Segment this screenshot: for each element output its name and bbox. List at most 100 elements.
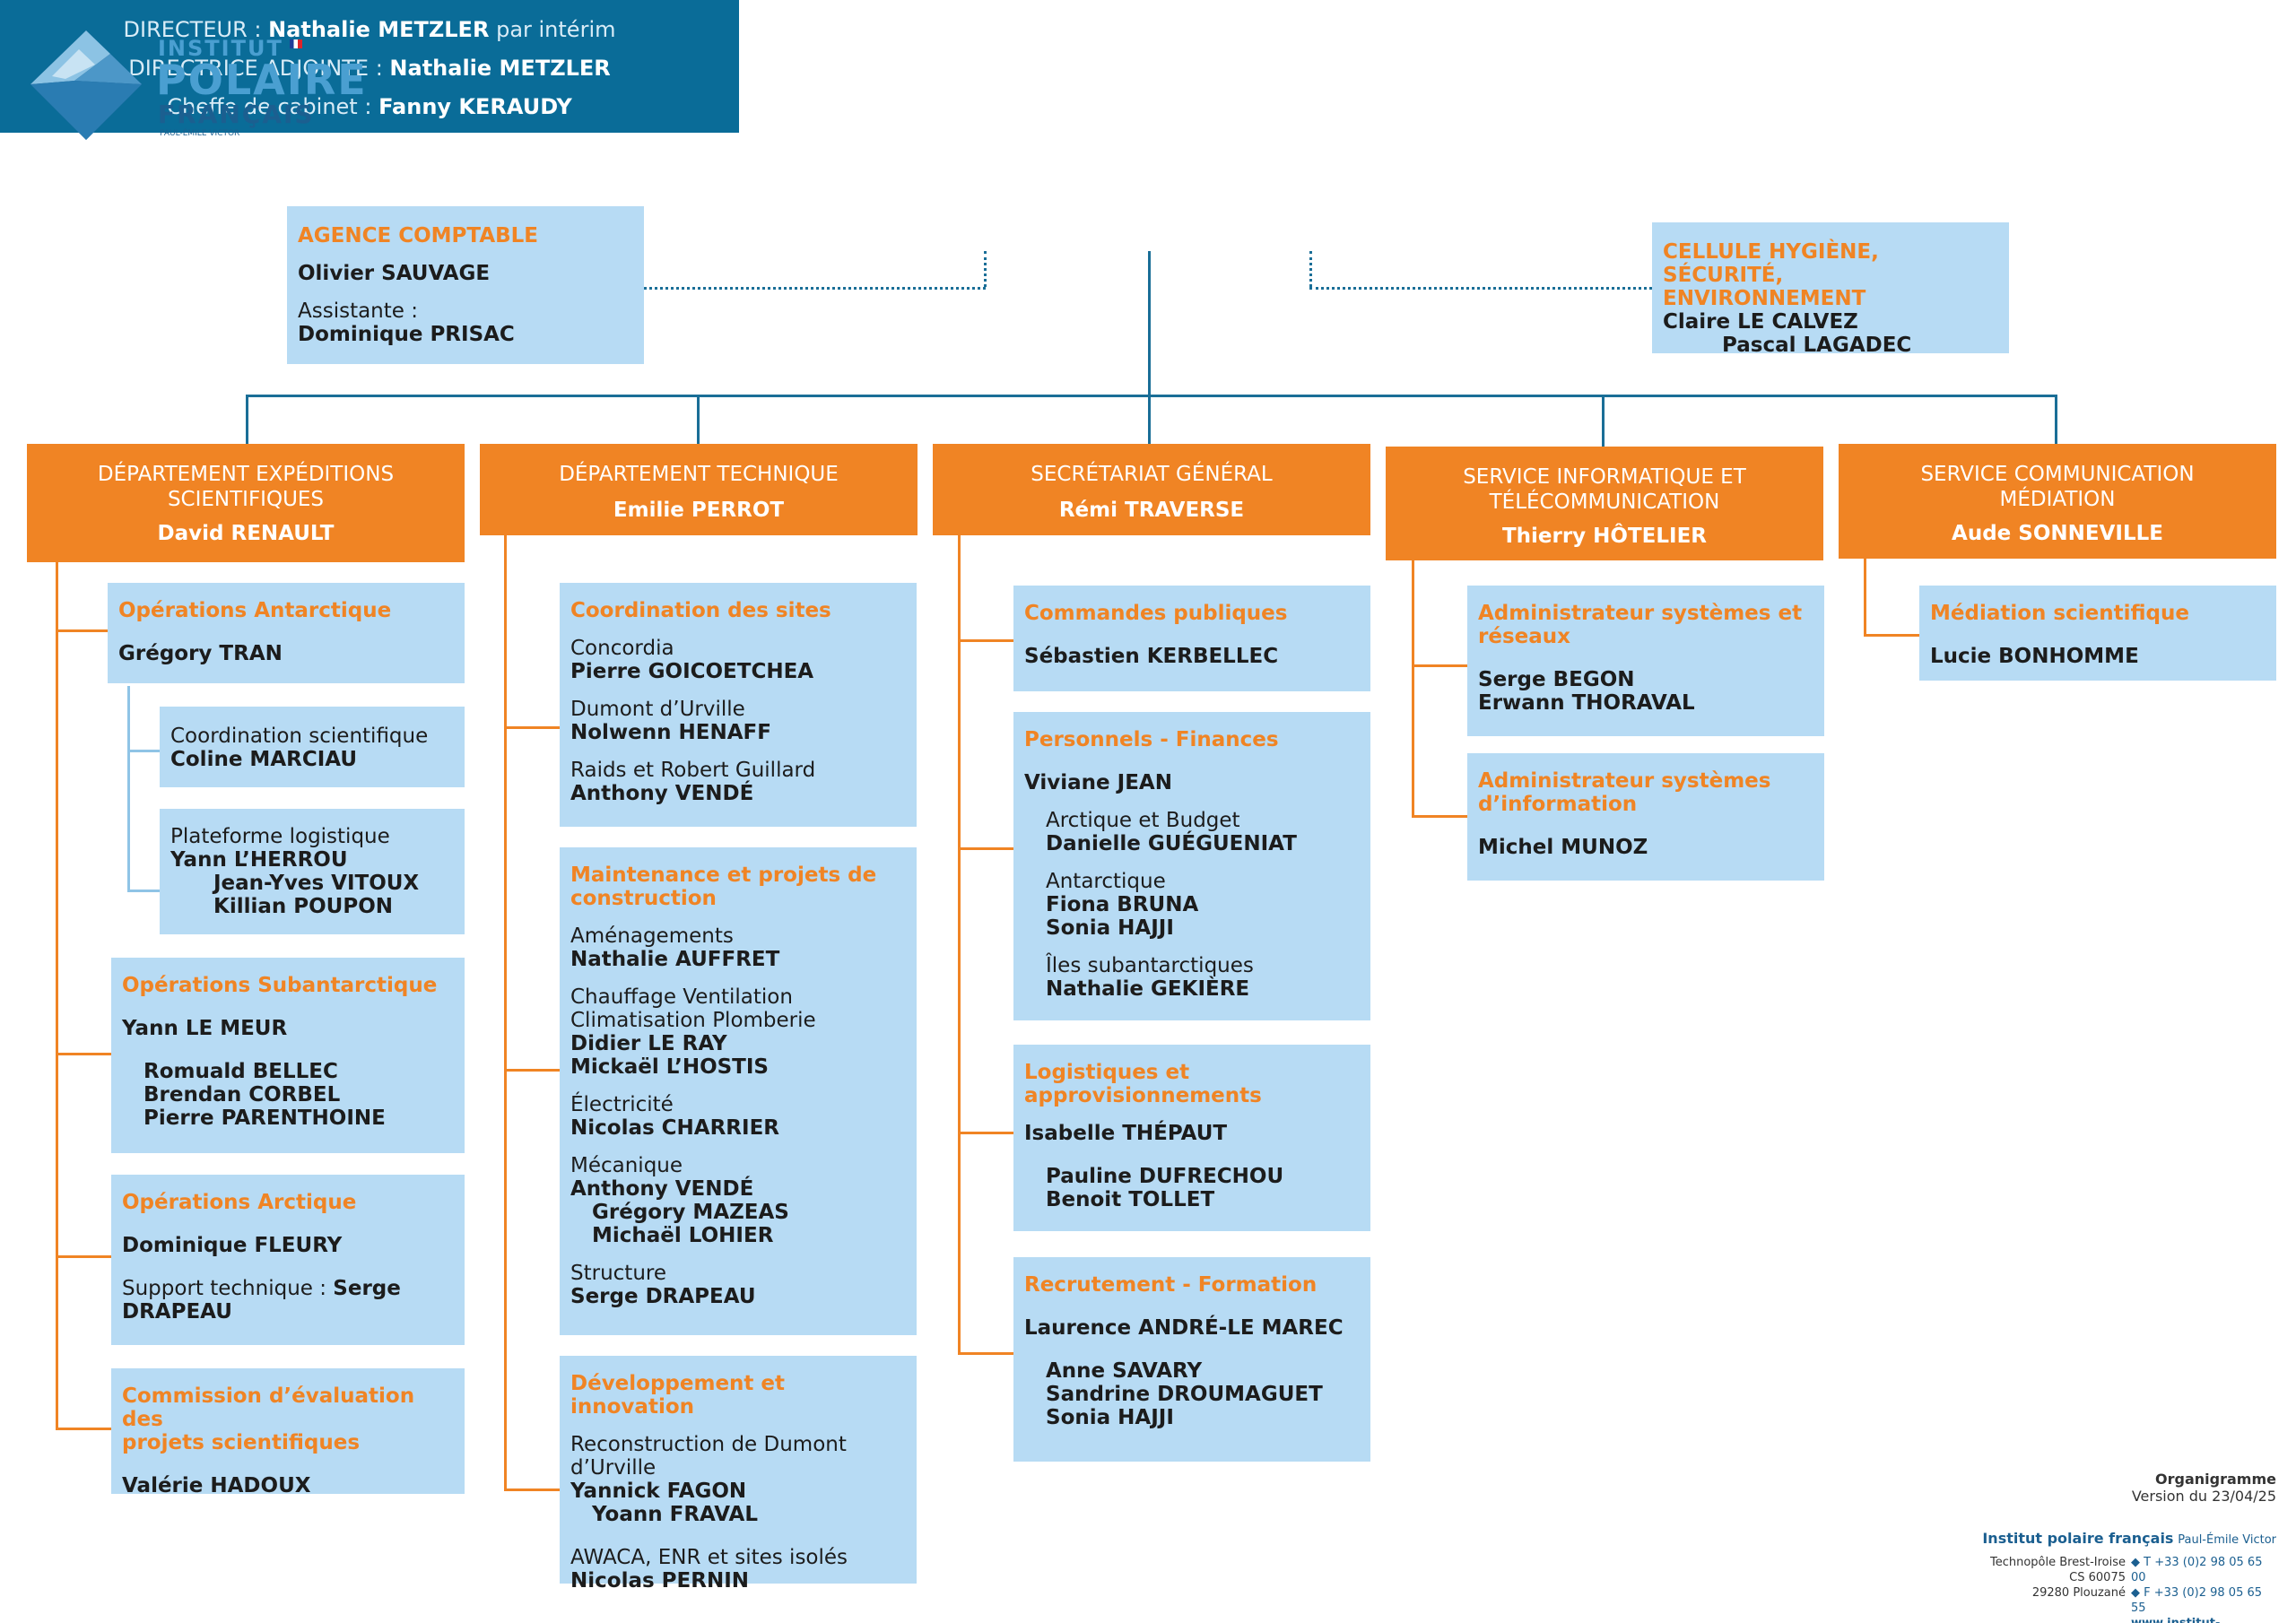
footer-address: Technopôle Brest-Iroise CS 60075 29280 P… [1955,1555,2126,1601]
connector-drop-4 [1602,395,1605,447]
commandes-name: Sébastien KERBELLEC [1024,645,1279,668]
footer-org-sub: Paul-Émile Victor [2178,1533,2276,1547]
operations-antarctique-name: Grégory TRAN [118,642,283,665]
developpement-s2-label: AWACA, ENR et sites isolés [570,1546,848,1569]
col4-branch-2 [1412,815,1467,818]
recrutement-lead: Laurence ANDRÉ-LE MAREC [1024,1316,1344,1340]
recrutement-name-3: Sonia HAJJI [1046,1406,1174,1429]
personnels-s3-name: Nathalie GEKIÈRE [1046,977,1250,1001]
logistiques-name-1: Pauline DUFRECHOU [1046,1165,1284,1188]
developpement-s1-label-1: Reconstruction de Dumont [570,1433,847,1456]
footer-addr-1: Technopôle Brest-Iroise [1989,1556,2126,1569]
developpement-s1-name-1: Yannick FAGON [570,1480,747,1503]
personnels-finances-box: Personnels - Finances Viviane JEAN Arcti… [1013,712,1370,1020]
col3-branch-1 [958,639,1013,642]
operations-arctique-box: Opérations Arctique Dominique FLEURY Sup… [111,1175,465,1345]
coordination-scientifique-name: Coline MARCIAU [170,748,358,771]
hygiene-box: CELLULE HYGIÈNE, SÉCURITÉ, ENVIRONNEMENT… [1652,222,2009,357]
connector-dotted-right-h [1309,287,1652,290]
coordination-scientifique-box: Coordination scientifique Coline MARCIAU [160,707,465,787]
developpement-box: Développement et innovation Reconstructi… [560,1356,917,1593]
developpement-s2-name: Nicolas PERNIN [570,1569,750,1593]
plateforme-logistique-box: Plateforme logistique Yann L’HERROU Jean… [160,809,465,934]
logo-line4: PAUL-ÉMILE VICTOR [160,129,240,138]
logo-line2: POLAIRE [156,56,368,104]
logo-line1: INSTITUT [158,36,283,61]
col3-branch-4 [958,1352,1013,1355]
mediation-title: Médiation scientifique [1930,602,2189,625]
maintenance-s2-label-2: Climatisation Plomberie [570,1009,816,1032]
coordination-sites-title: Coordination des sites [570,599,831,622]
logistiques-box: Logistiques et approvisionnements Isabel… [1013,1045,1370,1231]
col1-sub-branch-1 [127,750,160,752]
connector-director-vertical [1148,251,1151,395]
deputy-line: DIRECTRICE ADJOINTE : Nathalie METZLER [128,56,611,81]
agence-name: Olivier SAUVAGE [298,262,491,285]
col4-branch-1 [1412,664,1467,667]
personnels-s2-label: Antarctique [1046,870,1166,893]
maintenance-s2-name-1: Didier LE RAY [570,1032,727,1055]
hygiene-name-1: Claire LE CALVEZ [1663,310,1858,334]
commandes-title: Commandes publiques [1024,602,1288,625]
footer-fax: ◆ F +33 (0)2 98 05 65 55 [2131,1586,2263,1615]
col1-branch-3 [56,1255,112,1258]
commission-name: Valérie HADOUX [122,1474,311,1497]
maintenance-s5-name: Serge DRAPEAU [570,1285,756,1308]
footer-web-link[interactable]: www.institut-polaire.fr [2131,1616,2276,1623]
director-line: DIRECTEUR : Nathalie METZLER par intérim [123,17,616,42]
informatique-header: SERVICE INFORMATIQUE ET TÉLÉCOMMUNICATIO… [1386,447,1823,560]
developpement-title: Développement et innovation [570,1372,786,1419]
logo-mountain-icon [30,30,142,140]
operations-subantarctique-lead: Yann LE MEUR [122,1017,288,1040]
logistiques-title-1: Logistiques et [1024,1061,1190,1084]
dept-expeditions-header: DÉPARTEMENT EXPÉDITIONS SCIENTIFIQUES Da… [27,444,465,562]
col2-branch-3 [504,1488,560,1491]
support-technique-name: DRAPEAU [122,1300,232,1324]
logo: INSTITUT POLAIRE FRANÇAIS PAUL-ÉMILE VIC… [25,27,366,143]
footer-doc-info: Organigramme Version du 23/04/25 [2007,1471,2276,1505]
col3-branch-2 [958,847,1013,850]
connector-drop-2 [697,395,700,444]
footer-addr-2: CS 60075 [2069,1571,2126,1584]
maintenance-s1-label: Aménagements [570,924,734,948]
logistiques-lead: Isabelle THÉPAUT [1024,1122,1228,1145]
logistiques-title-2: approvisionnements [1024,1084,1262,1107]
maintenance-title-2: construction [570,887,717,910]
maintenance-s4-label: Mécanique [570,1154,683,1177]
col1-branch-1 [56,629,109,632]
admin-reseaux-name-1: Serge BEGON [1478,668,1635,691]
connector-dotted-right-v [1309,251,1312,287]
communication-header: SERVICE COMMUNICATION MÉDIATION Aude SON… [1839,444,2276,559]
developpement-s1-label-2: d’Urville [570,1456,657,1480]
site-1-name: Pierre GOICOETCHEA [570,660,814,683]
site-1-label: Concordia [570,637,674,660]
subantarctique-name-1: Romuald BELLEC [144,1060,338,1083]
footer-version: Version du 23/04/25 [2131,1488,2276,1505]
recrutement-box: Recrutement - Formation Laurence ANDRÉ-L… [1013,1257,1370,1462]
operations-arctique-title: Opérations Arctique [122,1191,357,1214]
footer-doc-title: Organigramme [2155,1471,2276,1488]
footer-org-name: Institut polaire français [1982,1530,2174,1547]
admin-information-box: Administrateur systèmes d’information Mi… [1467,753,1824,881]
hygiene-name-2: Pascal LAGADEC [1722,334,1912,357]
secretariat-header: SECRÉTARIAT GÉNÉRAL Rémi TRAVERSE [933,444,1370,535]
maintenance-s2-label-1: Chauffage Ventilation [570,985,793,1009]
col1-spine [56,562,58,1430]
footer-org: Institut polaire français Paul-Émile Vic… [1918,1530,2276,1549]
site-2-label: Dumont d’Urville [570,698,745,721]
col1-sub-branch-2 [127,890,160,892]
recrutement-name-1: Anne SAVARY [1046,1359,1203,1383]
col4-spine [1412,560,1414,818]
maintenance-s4-name-2: Grégory MAZEAS [592,1201,789,1224]
admin-reseaux-name-2: Erwann THORAVAL [1478,691,1695,715]
hygiene-title-2: ENVIRONNEMENT [1663,287,1866,310]
col3-branch-3 [958,1132,1013,1134]
operations-arctique-name: Dominique FLEURY [122,1234,343,1257]
admin-information-title-2: d’information [1478,793,1638,816]
recrutement-title: Recrutement - Formation [1024,1273,1318,1297]
commission-title-2: projets scientifiques [122,1431,361,1454]
connector-drop-5 [2055,395,2057,444]
personnels-lead: Viviane JEAN [1024,771,1172,794]
logistiques-name-2: Benoit TOLLET [1046,1188,1215,1211]
flag-icon [290,39,302,48]
